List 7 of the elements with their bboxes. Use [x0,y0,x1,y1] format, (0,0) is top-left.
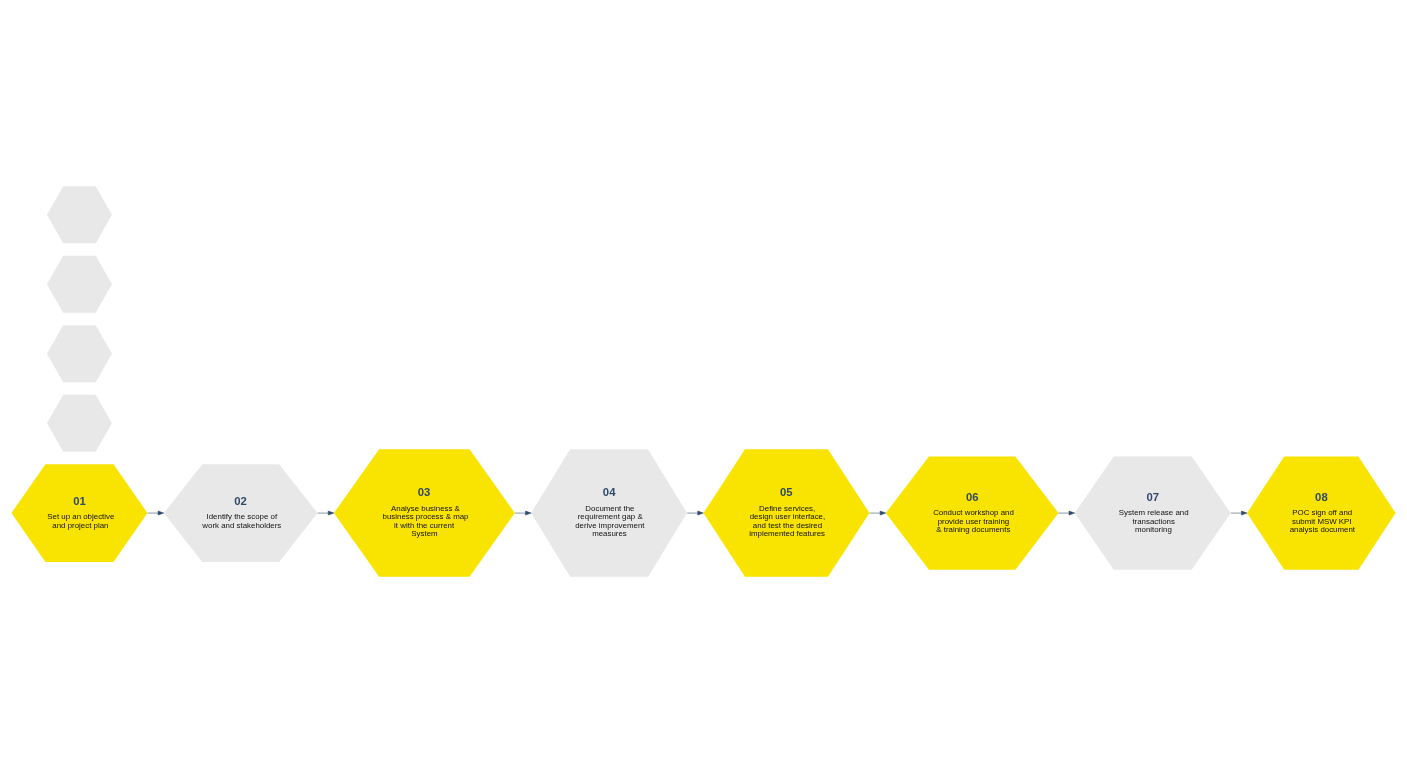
arrow [686,510,704,515]
arrow [317,510,335,515]
arrow [514,510,532,515]
arrow [147,510,164,515]
arrow [1058,510,1075,515]
arrow [1230,510,1248,515]
arrow [869,510,887,515]
